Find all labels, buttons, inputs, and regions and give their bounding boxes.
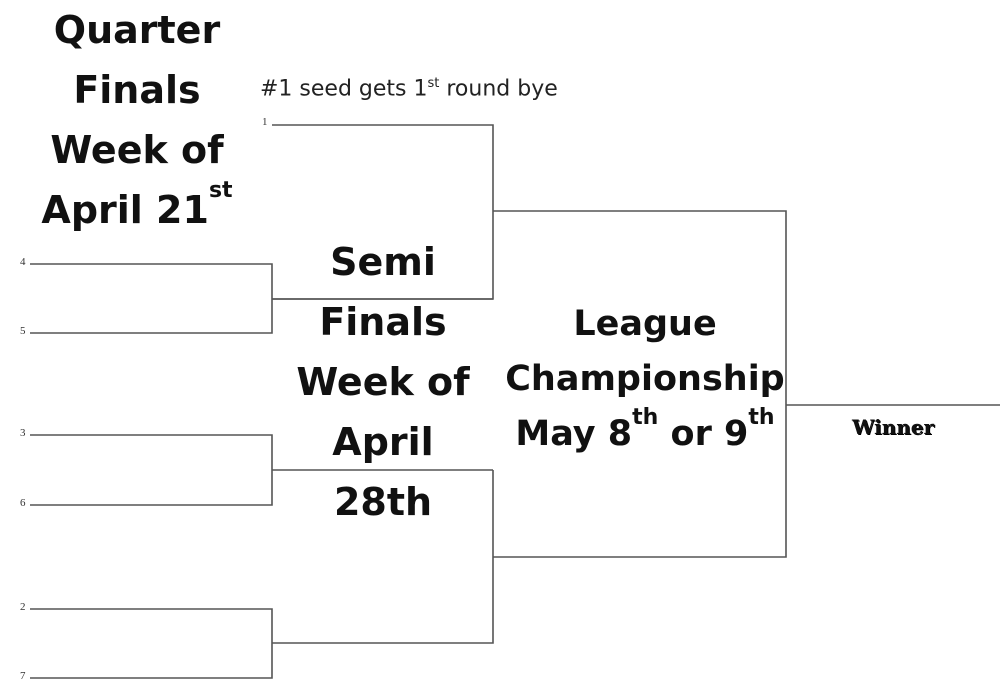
seed-label: 6 <box>20 497 26 509</box>
semi-connectors <box>493 210 1000 558</box>
match-4-5 <box>30 263 493 334</box>
seed-label: 2 <box>20 601 26 613</box>
seed-label: 5 <box>20 325 26 337</box>
bye-note: #1 seed gets 1st round bye <box>260 76 558 102</box>
seed-label: 1 <box>262 116 268 128</box>
seed-label: 7 <box>20 670 26 682</box>
match-3-6 <box>30 434 493 506</box>
winner-label: Winner <box>852 415 935 439</box>
seed-label: 4 <box>20 256 26 268</box>
match-2-7 <box>30 470 494 679</box>
seed-label: 3 <box>20 427 26 439</box>
